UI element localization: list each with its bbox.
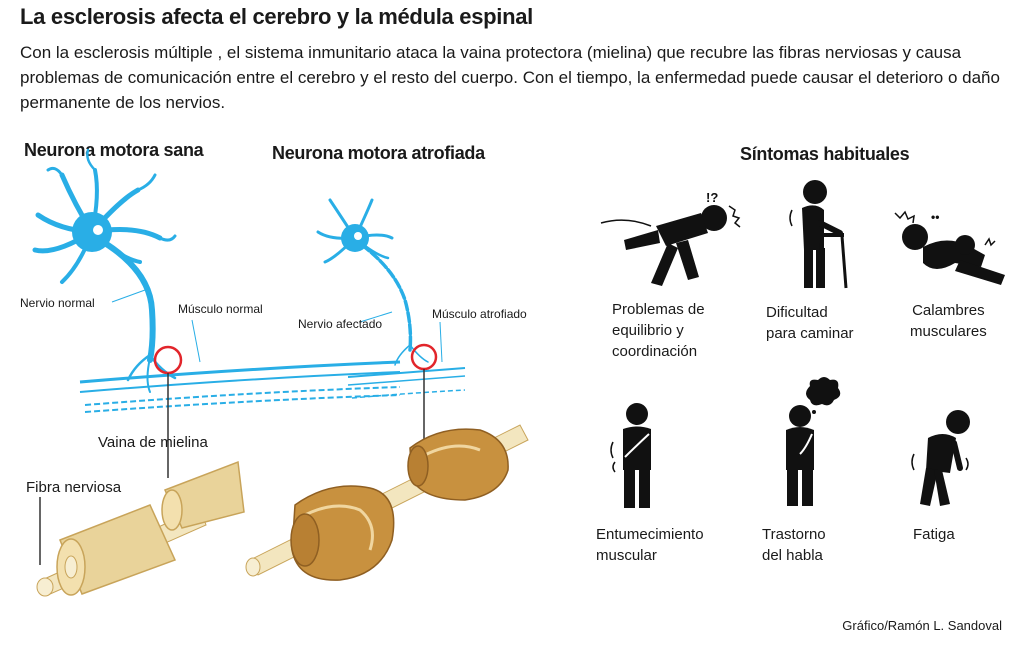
atrophied-muscle-label: Músculo atrofiado [432, 307, 527, 321]
normal-muscle-label: Músculo normal [178, 302, 263, 316]
affected-nerve-label: Nervio afectado [298, 317, 383, 331]
symptom-label-cramps: Calambres musculares [910, 302, 987, 340]
symptom-label-numbness: Entumecimiento muscular [596, 526, 704, 564]
svg-text:!?: !? [706, 190, 718, 205]
healthy-neuron-heading: Neurona motora sana [24, 140, 204, 160]
svg-text:••: •• [931, 210, 939, 224]
symptom-label-balance: Problemas de equilibrio y coordinación [612, 301, 705, 360]
atrophied-neuron-heading: Neurona motora atrofiada [272, 143, 485, 163]
walking-difficulty-icon [789, 180, 848, 289]
healthy-neuron-illustration [32, 148, 529, 597]
graphic-credit: Gráfico/Ramón L. Sandoval [842, 618, 1002, 633]
myelin-sheath-label: Vaina de mielina [98, 434, 208, 451]
numbness-icon [610, 403, 651, 508]
symptom-label-fatigue: Fatiga [913, 526, 955, 543]
muscle-cramps-icon: •• [894, 210, 1005, 285]
balance-problem-icon: !? [600, 190, 741, 286]
normal-nerve-label: Nervio normal [20, 296, 95, 310]
speech-disorder-icon [786, 377, 841, 506]
symptoms-heading: Síntomas habituales [740, 144, 910, 164]
page-title: La esclerosis afecta el cerebro y la méd… [20, 4, 533, 29]
symptom-label-walking: Dificultad para caminar [766, 304, 854, 342]
intro-paragraph: Con la esclerosis múltiple , el sistema … [20, 43, 1000, 112]
fatigue-icon [911, 410, 970, 506]
nerve-fiber-label: Fibra nerviosa [26, 479, 122, 496]
symptom-label-speech: Trastorno del habla [762, 526, 826, 564]
